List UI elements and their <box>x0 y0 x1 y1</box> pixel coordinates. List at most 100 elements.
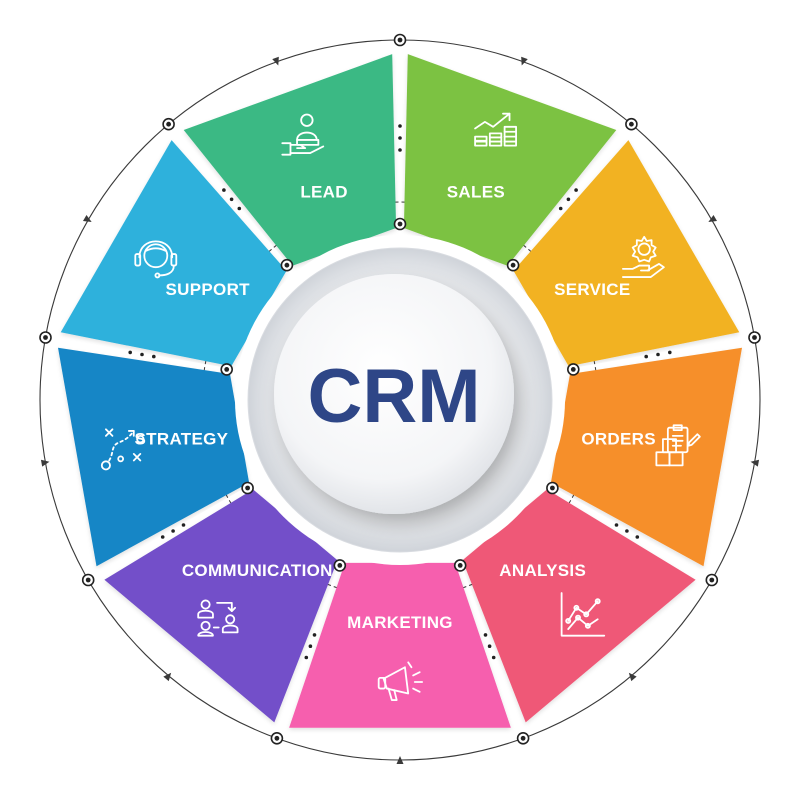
connector-dot <box>625 529 629 533</box>
segment-sales-label: SALES <box>447 182 505 201</box>
ring-arrow-icon <box>628 672 637 682</box>
strategy-play-icon <box>100 428 145 471</box>
hub-disc <box>274 274 514 514</box>
segment-communication-shape <box>104 489 338 723</box>
connector-dot <box>398 148 402 152</box>
connector-dot <box>656 352 660 357</box>
connector-dot <box>558 206 563 211</box>
connector-dot <box>171 529 175 533</box>
segment-lead-shape <box>183 54 397 266</box>
segment-communication-label: COMMUNICATION <box>182 561 333 580</box>
segment-support: SUPPORT <box>60 140 287 367</box>
connector-node-dot <box>629 121 634 127</box>
segment-divider <box>87 483 254 582</box>
segment-sales: SALES <box>403 54 617 266</box>
connector-node-dot <box>284 262 290 268</box>
segment-service: SERVICE <box>513 140 740 367</box>
ring-arrow-icon <box>521 56 528 66</box>
segment-divider <box>45 336 233 372</box>
connector-node-dot <box>43 335 48 340</box>
connector-node-dot <box>337 563 343 568</box>
connector-dot <box>152 354 156 359</box>
connector-dot <box>398 124 402 128</box>
connector-dot <box>644 354 648 359</box>
segment-service-shape <box>513 140 740 367</box>
connector-node-dot <box>550 485 555 491</box>
segment-lead: LEAD <box>183 54 397 266</box>
connector-dot <box>491 655 496 660</box>
headset-icon <box>134 240 178 279</box>
connector-dot <box>483 633 488 637</box>
ring-arrow-icon <box>40 459 50 467</box>
connector-dot <box>487 644 492 648</box>
connector-node-dot <box>166 121 172 127</box>
connector-dot <box>614 523 619 527</box>
clipboard-boxes-icon <box>655 424 701 467</box>
connector-node-dot <box>85 577 91 583</box>
connector-dot <box>160 535 165 539</box>
connector-dot <box>140 352 144 357</box>
connector-node-dot <box>510 262 516 268</box>
connector-dot <box>398 136 402 140</box>
segment-analysis-shape <box>462 489 696 723</box>
segment-marketing: MARKETING <box>289 562 511 728</box>
segment-orders: ORDERS <box>550 347 742 567</box>
connector-dot <box>574 188 578 192</box>
segment-divider <box>567 336 755 372</box>
ring-arrow-icon <box>272 56 279 66</box>
ring-arrow-icon <box>396 756 404 764</box>
connector-node-dot <box>274 735 280 741</box>
gear-hand-icon <box>621 235 665 278</box>
segment-orders-label: ORDERS <box>581 430 656 449</box>
ring-arrow-icon <box>82 214 92 222</box>
connector-node-dot <box>570 367 576 372</box>
center-hub: CRM <box>235 235 565 565</box>
segment-strategy: STRATEGY <box>58 347 250 567</box>
ring-arrow-icon <box>750 459 760 467</box>
segment-divider <box>508 123 633 271</box>
connector-dot <box>229 197 234 202</box>
segments: SALES SERVICE ORDERS ANALYSIS MARKETING COMMU… <box>58 54 742 728</box>
segment-strategy-shape <box>58 347 250 567</box>
connector-dot <box>128 350 132 355</box>
segment-sales-shape <box>403 54 617 266</box>
segment-strategy-label: STRATEGY <box>135 430 229 449</box>
connector-node-dot <box>397 37 403 43</box>
segment-support-label: SUPPORT <box>166 280 251 299</box>
connector-dot <box>181 523 186 527</box>
center-title: CRM <box>307 354 480 439</box>
segment-communication: COMMUNICATION <box>104 489 338 723</box>
person-hand-icon <box>281 113 325 156</box>
connector-node-dot <box>752 335 757 340</box>
connector-node-dot <box>457 563 463 568</box>
segment-analysis: ANALYSIS <box>462 489 696 723</box>
segment-lead-label: LEAD <box>300 182 347 201</box>
connector-dot <box>237 206 242 211</box>
people-exchange-icon <box>197 599 239 637</box>
sales-growth-icon <box>474 112 517 147</box>
connector-dot <box>304 655 309 660</box>
connector-dot <box>308 644 313 648</box>
connector-node-dot <box>397 221 403 227</box>
connector-node-dot <box>520 735 526 741</box>
segment-divider <box>167 123 292 271</box>
ring-arrow-icon <box>163 672 172 682</box>
segment-divider <box>546 483 713 582</box>
connector-dot <box>635 535 640 539</box>
connector-nodes <box>39 33 761 745</box>
segment-marketing-label: MARKETING <box>347 613 453 632</box>
connector-dot <box>566 197 571 202</box>
connector-node-dot <box>224 367 230 372</box>
connector-node-dot <box>709 577 715 583</box>
segment-service-label: SERVICE <box>554 280 630 299</box>
segment-orders-shape <box>550 347 742 567</box>
connector-dot <box>668 350 672 355</box>
segment-analysis-label: ANALYSIS <box>499 561 586 580</box>
ring-arrow-icon <box>708 214 718 222</box>
connector-dot <box>222 188 226 192</box>
connector-node-dot <box>245 485 251 491</box>
segment-marketing-shape <box>289 562 511 728</box>
segment-divider <box>275 559 344 739</box>
